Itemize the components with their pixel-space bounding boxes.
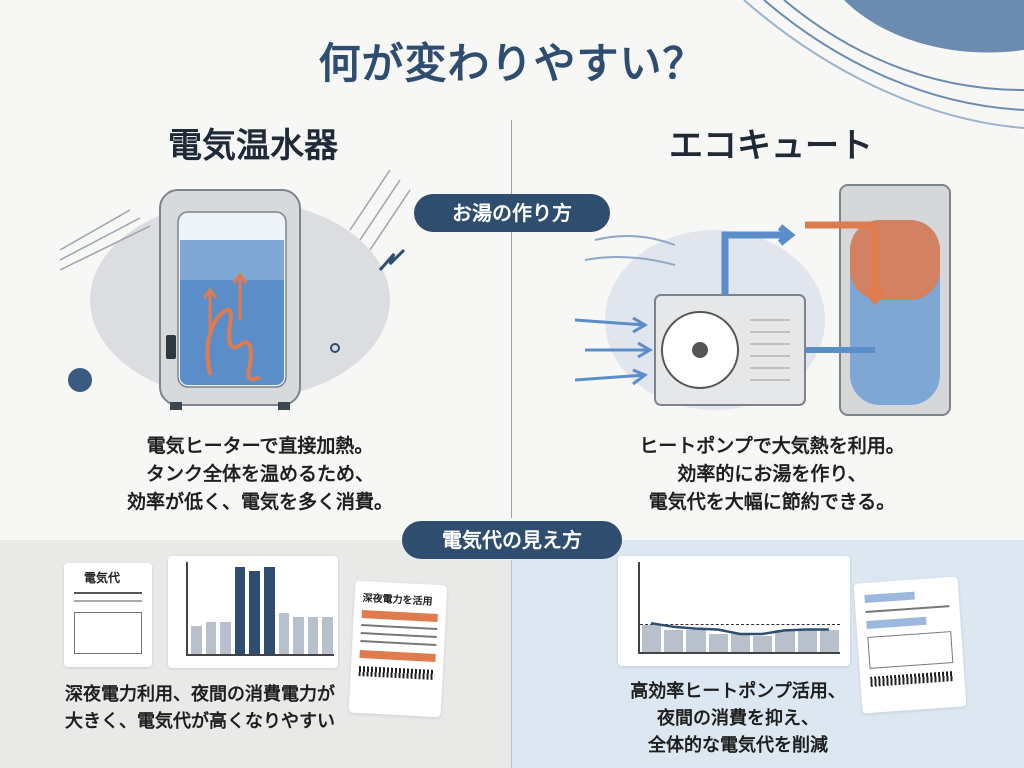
ecocute-description: ヒートポンプで大気熱を利用。 効率的にお湯を作り、 電気代を大幅に節約できる。 bbox=[562, 432, 982, 516]
night-plan-title: 深夜電力を活用 bbox=[362, 593, 433, 608]
left-chart-bar bbox=[205, 621, 217, 654]
section-pill-bill: 電気代の見え方 bbox=[402, 521, 622, 559]
right-chart-bar bbox=[664, 629, 684, 652]
ecocute-title: エコキュート bbox=[669, 126, 873, 166]
right-chart-bar bbox=[686, 629, 706, 652]
bill-left-line-1: 深夜電力利用、夜間の消費電力が bbox=[65, 684, 335, 705]
left-chart-bar bbox=[264, 566, 275, 654]
page-title: 何が変わりやすい？ bbox=[318, 39, 706, 88]
bill-right-description: 高効率ヒートポンプ活用、 夜間の消費を抑え、 全体的な電気代を削減 bbox=[598, 678, 878, 759]
trend-line bbox=[650, 621, 829, 636]
left-chart-bar bbox=[307, 617, 319, 654]
ecocute-desc-line-2: 効率的にお湯を作り、 bbox=[677, 463, 867, 485]
bill-right-line-1: 高効率ヒートポンプ活用、 bbox=[630, 681, 846, 702]
right-chart-bar bbox=[708, 634, 728, 652]
water-heater-illustration bbox=[60, 170, 411, 410]
bottom-divider bbox=[511, 560, 512, 768]
left-chart-bar bbox=[249, 571, 260, 654]
section-pill-hot-water: お湯の作り方 bbox=[414, 194, 610, 232]
heater-description: 電気ヒーターで直接加熱。 タンク全体を温めるため、 効率が低く、電気を多く消費。 bbox=[50, 432, 470, 516]
right-chart-bar bbox=[642, 625, 662, 652]
decorative-waves bbox=[743, 0, 1024, 129]
heater-title: 電気温水器 bbox=[168, 126, 338, 166]
right-usage-chart bbox=[618, 556, 850, 666]
right-chart-bar bbox=[730, 634, 751, 652]
heat-pump-illustration bbox=[575, 184, 951, 416]
heater-desc-line-3: 効率が低く、電気を多く消費。 bbox=[126, 491, 393, 513]
left-chart-bar bbox=[322, 617, 333, 654]
right-chart-bar bbox=[775, 629, 795, 652]
left-bar-area bbox=[186, 562, 334, 656]
trend-polyline bbox=[650, 621, 829, 636]
right-bar-area bbox=[638, 562, 840, 654]
ecocute-desc-line-3: 電気代を大幅に節約できる。 bbox=[648, 491, 896, 513]
bill-left-description: 深夜電力利用、夜間の消費電力が 大きく、電気代が高くなりやすい bbox=[40, 681, 360, 735]
bill-left-line-2: 大きく、電気代が高くなりやすい bbox=[65, 711, 335, 732]
left-chart-bar bbox=[234, 566, 246, 654]
left-chart-bar bbox=[278, 612, 290, 654]
left-chart-bar bbox=[293, 617, 304, 654]
right-chart-bar bbox=[753, 635, 773, 652]
left-chart-bar bbox=[220, 621, 231, 654]
left-chart-bar bbox=[191, 626, 202, 654]
ecocute-desc-line-1: ヒートポンプで大気熱を利用。 bbox=[639, 435, 905, 457]
electric-bill-document: 電気代 bbox=[64, 563, 152, 667]
bill-title: 電気代 bbox=[84, 571, 121, 585]
heater-desc-line-1: 電気ヒーターで直接加熱。 bbox=[146, 435, 374, 457]
bill-right-line-2: 夜間の消費を抑え、 bbox=[657, 708, 819, 729]
column-divider bbox=[511, 120, 512, 518]
reference-line bbox=[640, 624, 840, 625]
heater-desc-line-2: タンク全体を温めるため、 bbox=[145, 463, 374, 485]
right-chart-bar bbox=[797, 629, 817, 652]
right-chart-bar bbox=[819, 629, 839, 652]
bill-right-line-3: 全体的な電気代を削減 bbox=[648, 735, 828, 756]
left-usage-chart bbox=[168, 556, 338, 668]
night-plan-document: 深夜電力を活用 bbox=[348, 580, 448, 718]
